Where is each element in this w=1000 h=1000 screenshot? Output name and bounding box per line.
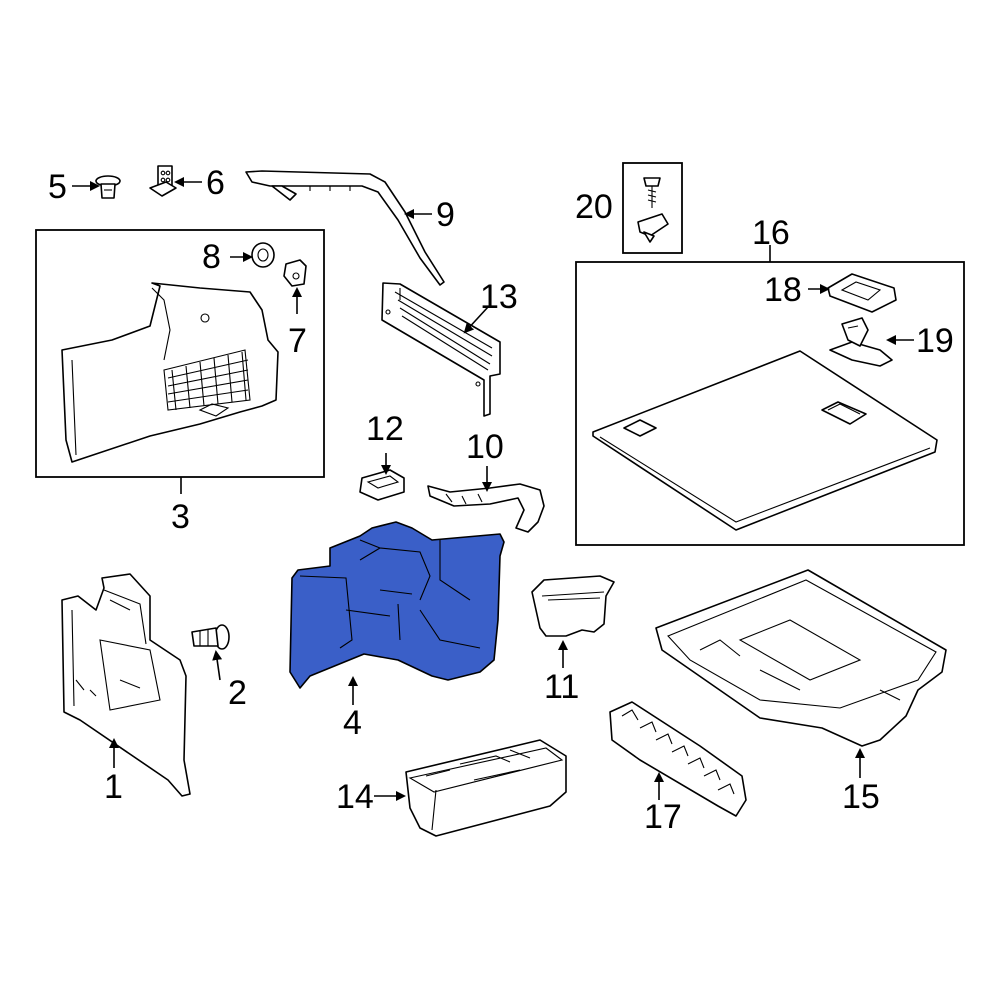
- callout-20: 20: [575, 188, 613, 226]
- part-9-trim-strip: [245, 170, 445, 286]
- callout-17: 17: [644, 798, 682, 836]
- part-13-sill-plate: [381, 282, 501, 417]
- part-1-trim-panel: [61, 573, 191, 797]
- group-box-3: [35, 229, 325, 478]
- part-2-push-clip: [191, 624, 230, 650]
- callout-6: 6: [206, 164, 225, 202]
- callout-7: 7: [288, 322, 307, 360]
- callout-19: 19: [916, 322, 954, 360]
- callout-9: 9: [436, 196, 455, 234]
- part-17-foam-insert: [609, 701, 747, 817]
- callout-12: 12: [366, 410, 404, 448]
- part-5-clip: [95, 175, 121, 199]
- part-18-handle-bezel: [827, 273, 897, 313]
- part-19-handle: [829, 317, 893, 367]
- part-6-bracket: [149, 165, 177, 197]
- callout-1: 1: [104, 768, 123, 806]
- group-box-20: [622, 162, 683, 254]
- callout-4: 4: [343, 704, 362, 742]
- callout-8: 8: [202, 238, 221, 276]
- part-12-clip: [359, 469, 405, 501]
- part-14-tool-tray: [405, 739, 567, 837]
- callout-18: 18: [764, 271, 802, 309]
- part-11-tray: [531, 575, 615, 637]
- callout-labels: 5 6 9 20 16 8 7 13 18 19 12 10 3 11 2 4 …: [48, 164, 954, 836]
- callout-5: 5: [48, 168, 67, 206]
- callout-10: 10: [466, 428, 504, 466]
- callout-11: 11: [544, 668, 579, 706]
- callout-13: 13: [480, 278, 518, 316]
- part-20-bolt-clip: [637, 177, 669, 243]
- part-16-cargo-mat: [592, 350, 938, 531]
- callout-14: 14: [336, 778, 374, 816]
- part-3-quarter-panel: [61, 282, 279, 463]
- leaders: [72, 177, 914, 801]
- part-8-grommet: [251, 242, 275, 268]
- part-10-bracket: [427, 483, 545, 533]
- callout-16: 16: [752, 214, 790, 252]
- callout-15: 15: [842, 778, 880, 816]
- callout-2: 2: [228, 674, 247, 712]
- part-7-clip: [283, 259, 307, 287]
- callout-3: 3: [171, 498, 190, 536]
- part-4-storage-compartment: [289, 521, 505, 689]
- part-15-floor-tub: [655, 569, 947, 747]
